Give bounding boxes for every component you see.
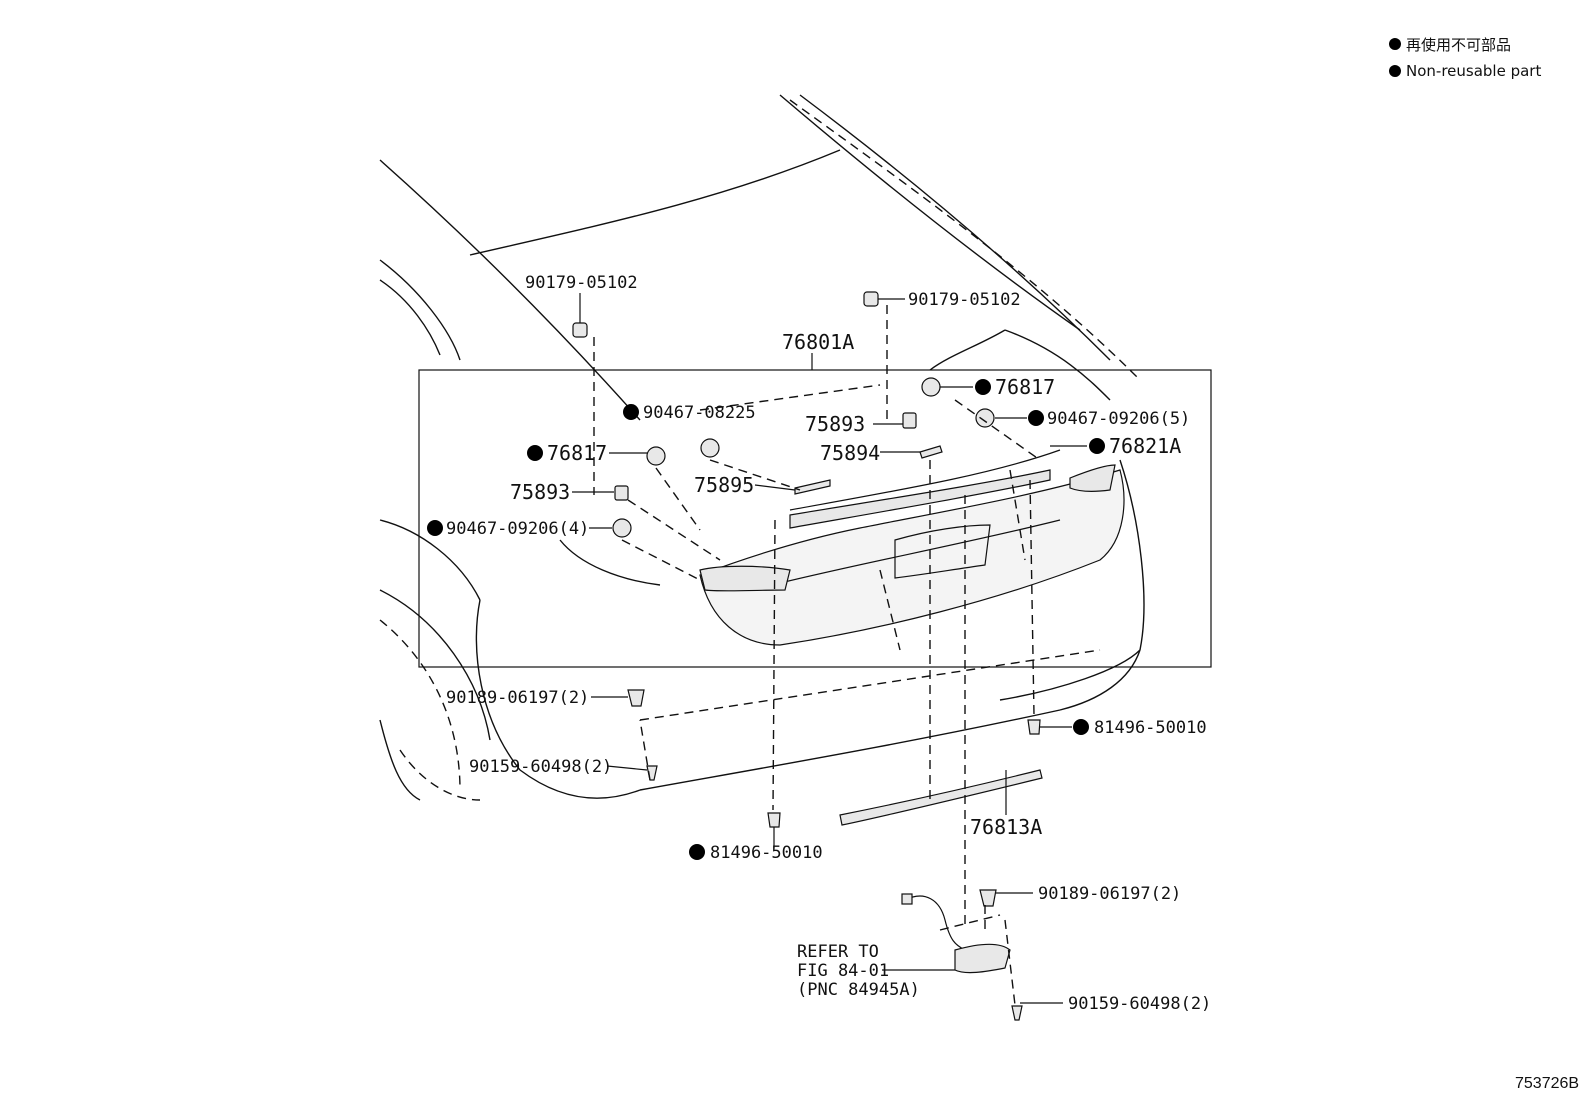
label-clip-06197-right: 90189-06197(2): [1038, 884, 1181, 904]
label-stay-75893-left: 75893: [510, 480, 570, 504]
handle-switch-assy: [901, 893, 1011, 974]
label-assy: 76801A: [782, 330, 854, 354]
non-reusable-dot-icon: [1028, 410, 1044, 426]
emblem-part: [794, 479, 831, 495]
back-door-garnish: [699, 449, 1125, 646]
diagram-code: 753726B: [1515, 1075, 1579, 1092]
non-reusable-dot-icon: [623, 404, 639, 420]
non-reusable-dot-icon: [975, 379, 991, 395]
assembly-box: [418, 369, 1212, 668]
non-reusable-dot-icon: [1089, 438, 1105, 454]
legend-dot-icon: [1389, 65, 1401, 77]
label-nut-50010-left: 81496-50010: [710, 843, 823, 863]
label-nut-08225: 90467-08225: [643, 403, 756, 423]
lower-garnish-part: [839, 769, 1043, 826]
label-clip-top-left: 90179-05102: [525, 273, 638, 293]
label-nut-50010-right: 81496-50010: [1094, 718, 1207, 738]
non-reusable-markers: [427, 379, 1105, 860]
label-garnish-76813a: 76813A: [970, 815, 1042, 839]
vehicle-body-outline: [379, 94, 1145, 801]
non-reusable-dot-icon: [427, 520, 443, 536]
legend-dot-icon: [1389, 38, 1401, 50]
label-stay-75893-right: 75893: [805, 412, 865, 436]
label-refer-line1: REFER TO: [797, 942, 879, 962]
assembly-dashed-lines: [593, 305, 1101, 1006]
fasteners: [572, 291, 1041, 1021]
label-clip-76817-left: 76817: [547, 441, 607, 465]
label-clip-76817-right: 76817: [995, 375, 1055, 399]
legend-en: Non-reusable part: [1406, 62, 1541, 80]
label-clip-09206-5: 90467-09206(5): [1047, 409, 1190, 429]
label-screw-60498-left: 90159-60498(2): [469, 757, 612, 777]
non-reusable-dot-icon: [527, 445, 543, 461]
label-clip-top-right: 90179-05102: [908, 290, 1021, 310]
non-reusable-dot-icon: [1073, 719, 1089, 735]
label-screw-60498-right: 90159-60498(2): [1068, 994, 1211, 1014]
label-emblem-75895: 75895: [694, 473, 754, 497]
part-labels: 90179-05102 90179-05102 76801A 90467-082…: [446, 273, 1211, 1014]
label-clip-09206-4: 90467-09206(4): [446, 519, 589, 539]
label-refer-line3: (PNC 84945A): [797, 980, 920, 1000]
label-mark-76821a: 76821A: [1109, 434, 1181, 458]
label-stay-75894: 75894: [820, 441, 880, 465]
legend: 再使用不可部品 Non-reusable part: [1389, 36, 1541, 80]
non-reusable-dot-icon: [689, 844, 705, 860]
label-clip-06197-left: 90189-06197(2): [446, 688, 589, 708]
legend-jp: 再使用不可部品: [1406, 36, 1511, 54]
label-refer-line2: FIG 84-01: [797, 961, 889, 981]
leader-lines: [572, 293, 1087, 1004]
